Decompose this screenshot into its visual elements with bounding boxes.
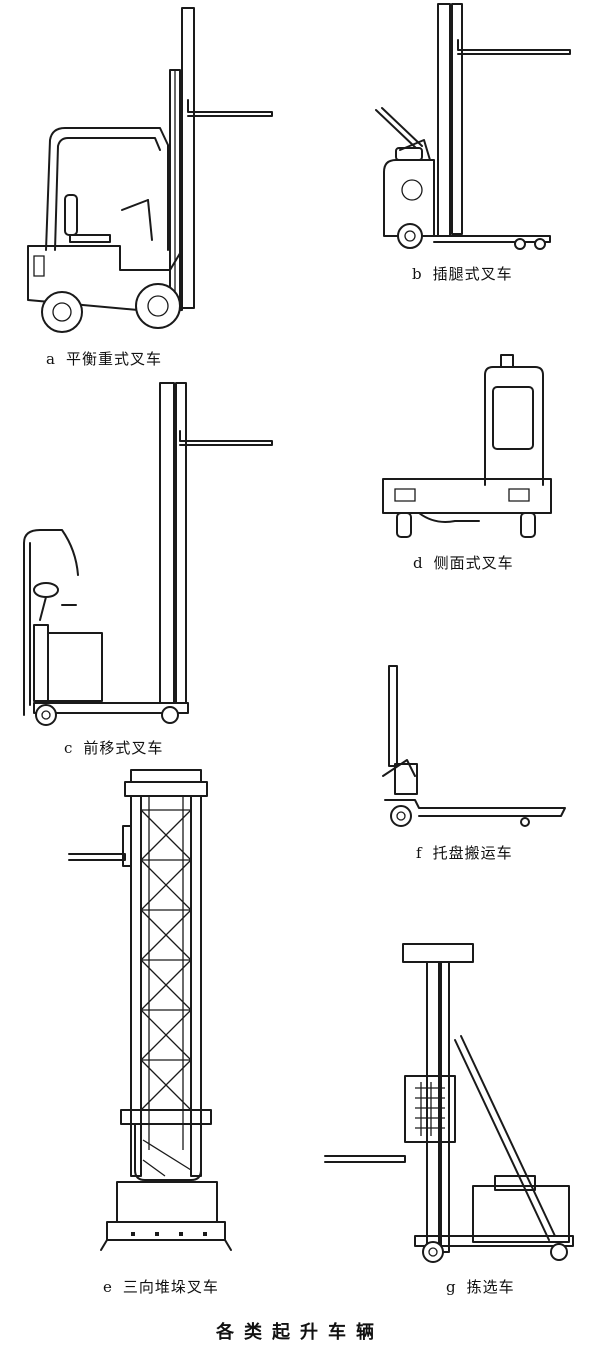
page-title: 各类起升车辆 xyxy=(216,1322,384,1343)
figure-f-pallet-truck xyxy=(375,660,575,830)
figure-d-side-loader xyxy=(375,345,575,545)
figure-a-counterbalance-forklift xyxy=(10,0,290,340)
figure-c-reach-truck xyxy=(10,375,290,730)
figure-g-order-picker xyxy=(315,940,585,1265)
figure-e-three-way-stacker xyxy=(65,770,245,1270)
figure-b-straddle-forklift xyxy=(370,0,580,260)
